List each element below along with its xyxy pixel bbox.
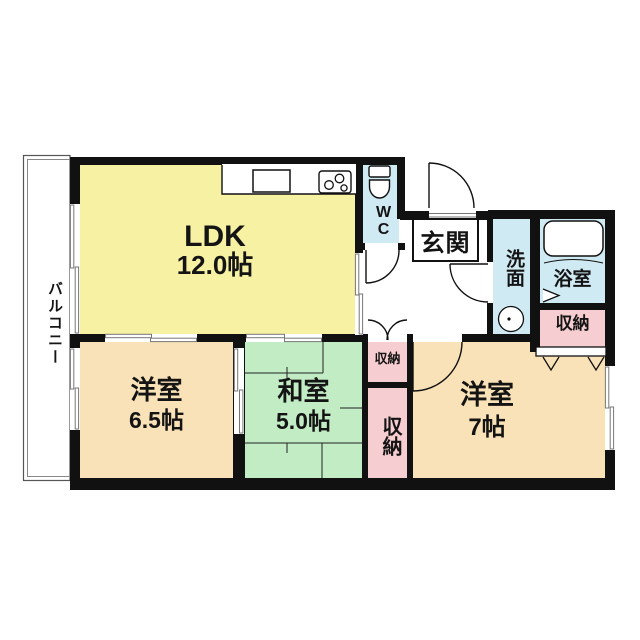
ldk-label: LDK (184, 220, 246, 253)
closet-small-fill (366, 340, 409, 384)
japanese-label: 和室 (277, 376, 330, 406)
closet-bath-fill (538, 308, 607, 349)
closet-door-v-marks (542, 356, 605, 372)
western2-size: 7帖 (468, 414, 506, 441)
genkan-label: 玄関 (420, 229, 471, 257)
washbasin-icon (497, 305, 525, 333)
window-pane-marks (69, 204, 615, 450)
tatami-mat-lines (245, 342, 362, 478)
balcony-inner-line (27, 159, 70, 477)
door-swing-arcs (365, 162, 489, 392)
closet-double-door-arcs (367, 319, 408, 341)
western1-size: 6.5帖 (129, 407, 184, 433)
western1-label: 洋室 (130, 375, 183, 405)
genkan-label-box: 玄関 (412, 218, 479, 262)
bathtub-icon (543, 220, 604, 264)
japanese-size: 5.0帖 (276, 408, 331, 434)
closet-tall-label: 収納 (379, 416, 401, 456)
closet-small-label: 収納 (374, 351, 401, 366)
stove-icon (318, 170, 352, 194)
senmen-door-arc (449, 263, 489, 303)
bathroom-door-mark (542, 288, 561, 303)
toilet-icon (368, 165, 391, 199)
closet-bath-label: 収納 (555, 314, 590, 333)
western1-room-fill (78, 340, 235, 480)
bathroom-label: 浴室 (553, 269, 592, 290)
western2-room-fill (411, 340, 607, 480)
kitchen-sink-icon (252, 169, 291, 193)
japanese-room-fill (243, 340, 364, 480)
kitchen-counter-edge (221, 165, 356, 195)
balcony-label: バルコニー (46, 280, 63, 366)
closet-tall-fill (366, 386, 409, 480)
ldk-size: 12.0帖 (176, 250, 254, 280)
western2-label: 洋室 (460, 380, 514, 410)
closet-sliding-door (535, 346, 607, 357)
wc-label: WC (375, 204, 392, 238)
wc-door-arc (365, 249, 400, 284)
western2-door-arc (412, 341, 463, 392)
entrance-door-arc (428, 162, 475, 209)
senmen-label: 洗面 (503, 249, 524, 287)
